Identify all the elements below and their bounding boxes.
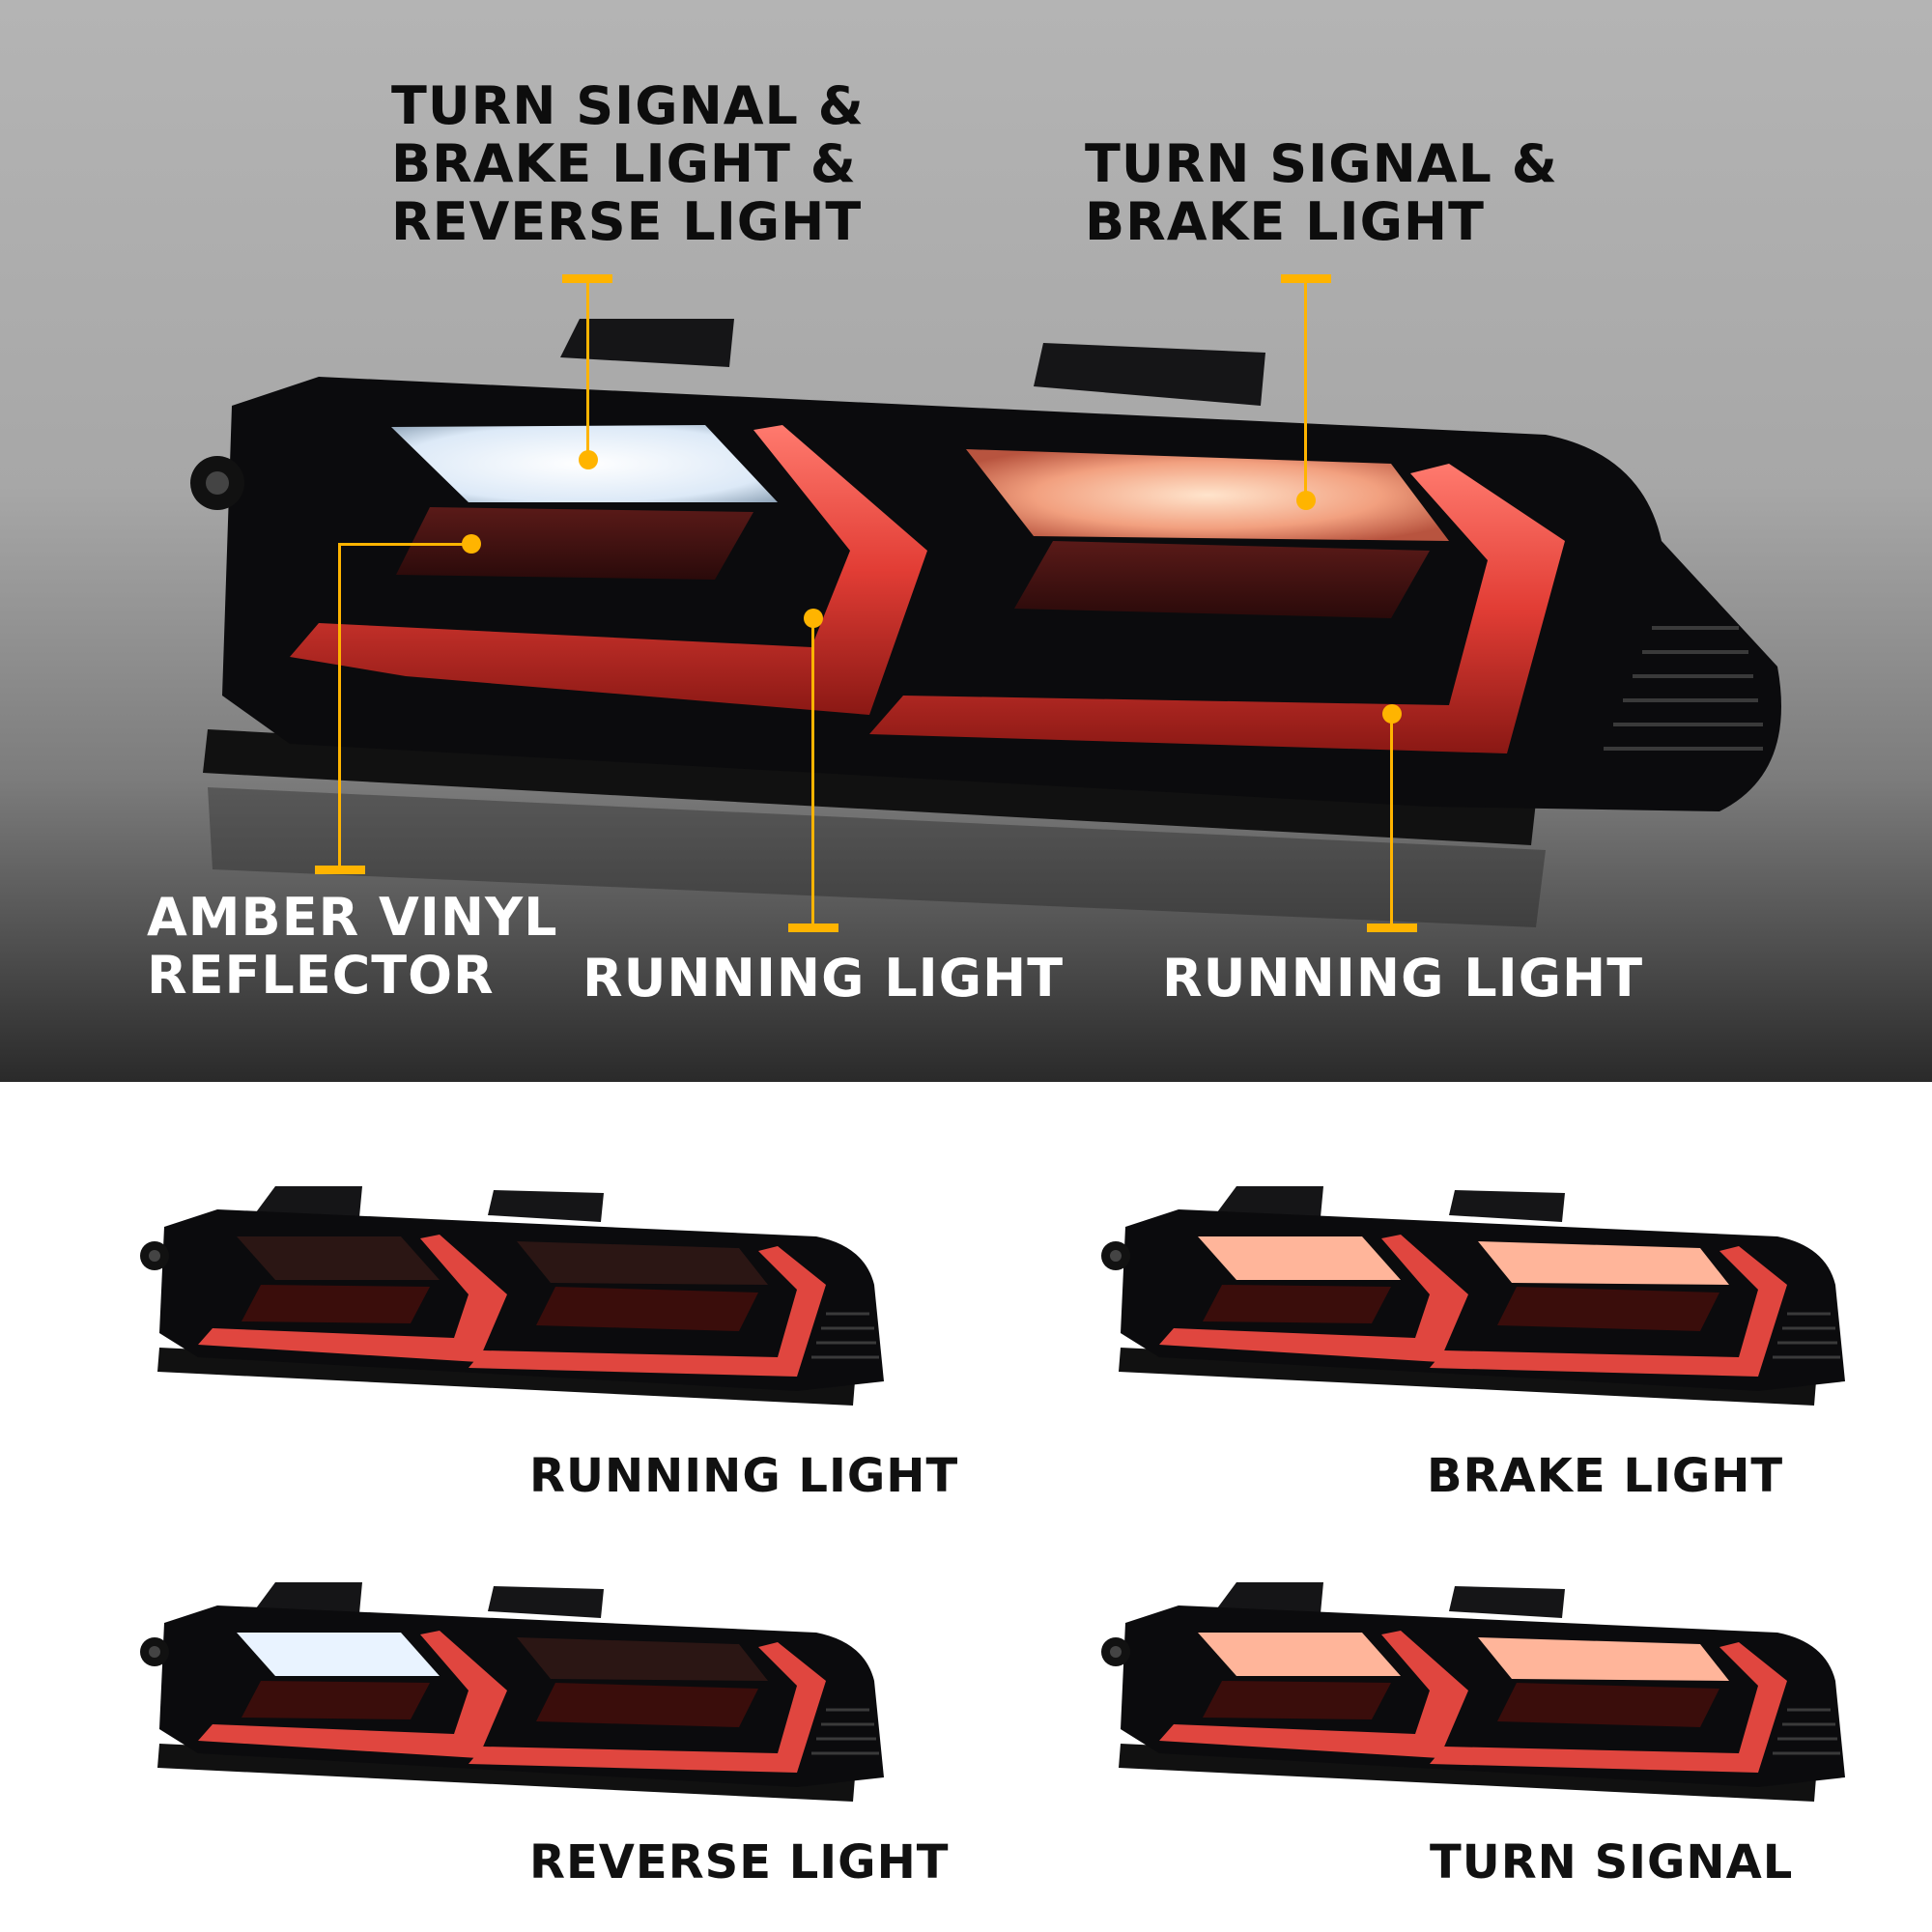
label-line: REVERSE LIGHT	[391, 191, 863, 252]
label-running-light-center: RUNNING LIGHT	[582, 948, 1065, 1009]
variant-label-running: RUNNING LIGHT	[529, 1449, 959, 1503]
variant-label-reverse: REVERSE LIGHT	[529, 1835, 950, 1889]
label-turn-brake: TURN SIGNAL & BRAKE LIGHT	[1085, 135, 1558, 251]
hero-section: TURN SIGNAL & BRAKE LIGHT & REVERSE LIGH…	[0, 0, 1932, 1082]
variant-label-turn: TURN SIGNAL	[1430, 1835, 1794, 1889]
brake-lens	[966, 449, 1449, 541]
variant-image-brake	[1082, 1140, 1855, 1420]
mount-bracket-right	[1034, 343, 1265, 406]
label-line: BRAKE LIGHT	[1085, 191, 1485, 252]
variant-label-brake: BRAKE LIGHT	[1427, 1449, 1784, 1503]
label-line: REFLECTOR	[147, 945, 495, 1006]
label-running-light-right: RUNNING LIGHT	[1162, 948, 1644, 1009]
reflection	[208, 787, 1546, 927]
label-line: AMBER VINYL	[147, 887, 558, 948]
label-line: TURN SIGNAL &	[391, 75, 865, 136]
bottom-rail	[203, 729, 1536, 845]
side-grille	[1604, 626, 1763, 751]
reflector-lens-right	[1014, 541, 1430, 618]
taillight-hero-image	[190, 319, 1781, 927]
variant-image-reverse	[121, 1536, 894, 1816]
running-light-right	[869, 464, 1565, 753]
label-line: BRAKE LIGHT &	[391, 133, 857, 194]
variant-image-turn	[1082, 1536, 1855, 1816]
running-light-left	[290, 425, 927, 715]
reflector-lens	[396, 507, 753, 580]
variant-image-running	[121, 1140, 894, 1420]
label-amber-reflector: AMBER VINYL REFLECTOR	[147, 889, 558, 1005]
label-turn-brake-reverse: TURN SIGNAL & BRAKE LIGHT & REVERSE LIGH…	[391, 77, 865, 251]
mount-bracket-left	[560, 319, 734, 367]
label-line: TURN SIGNAL &	[1085, 133, 1558, 194]
